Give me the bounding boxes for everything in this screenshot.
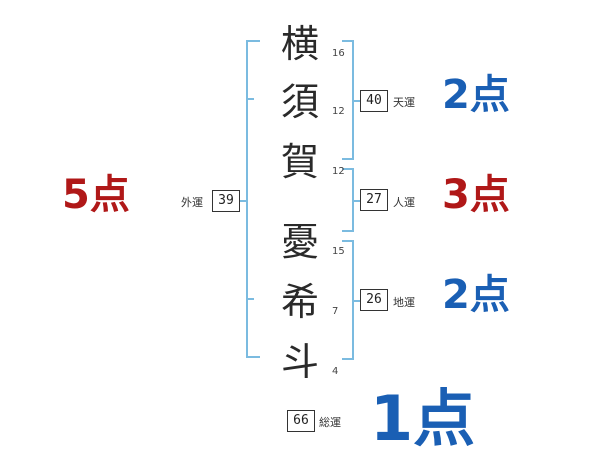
chiun-score: 2点 [442, 272, 510, 318]
chiun-label: 地運 [393, 296, 415, 309]
stroke-count-3: 12 [332, 166, 345, 177]
name-char-4: 憂 [280, 220, 319, 264]
ten-bracket-link [352, 100, 360, 102]
outer-bracket-tick [246, 298, 254, 300]
ten-bracket-top [342, 40, 354, 42]
name-char-1: 横 [280, 22, 319, 66]
jin-bracket-link [352, 200, 360, 202]
stroke-count-1: 16 [332, 48, 345, 59]
gaiun-label: 外運 [181, 196, 203, 209]
chiun-value-box: 26 [360, 289, 388, 311]
outer-bracket-tick [246, 98, 254, 100]
stroke-count-2: 12 [332, 106, 345, 117]
ten-bracket-bottom [342, 158, 354, 160]
outer-bracket-bottom [246, 356, 260, 358]
name-char-5: 希 [280, 280, 319, 324]
tenun-value-box: 40 [360, 90, 388, 112]
jinun-label: 人運 [393, 196, 415, 209]
jinun-value-box: 27 [360, 189, 388, 211]
gaiun-value-box: 39 [212, 190, 240, 212]
souun-value-box: 66 [287, 410, 315, 432]
outer-bracket-link [238, 200, 248, 202]
stroke-count-6: 4 [332, 366, 339, 377]
tenun-score: 2点 [442, 72, 510, 118]
gaiun-score: 5点 [62, 172, 130, 218]
tenun-label: 天運 [393, 96, 415, 109]
name-char-3: 賀 [280, 140, 319, 184]
jin-bracket-bottom [342, 230, 354, 232]
jinun-score: 3点 [442, 172, 510, 218]
outer-bracket-vertical [246, 40, 248, 358]
outer-bracket-top [246, 40, 260, 42]
souun-label: 総運 [319, 416, 341, 429]
stroke-count-4: 15 [332, 246, 345, 257]
jin-bracket-top [342, 168, 354, 170]
chi-bracket-bottom [342, 358, 354, 360]
name-char-6: 斗 [280, 340, 319, 384]
souun-score: 1点 [370, 382, 476, 455]
stroke-count-5: 7 [332, 306, 339, 317]
name-char-2: 須 [280, 80, 319, 124]
chi-bracket-link [352, 300, 360, 302]
chi-bracket-top [342, 240, 354, 242]
